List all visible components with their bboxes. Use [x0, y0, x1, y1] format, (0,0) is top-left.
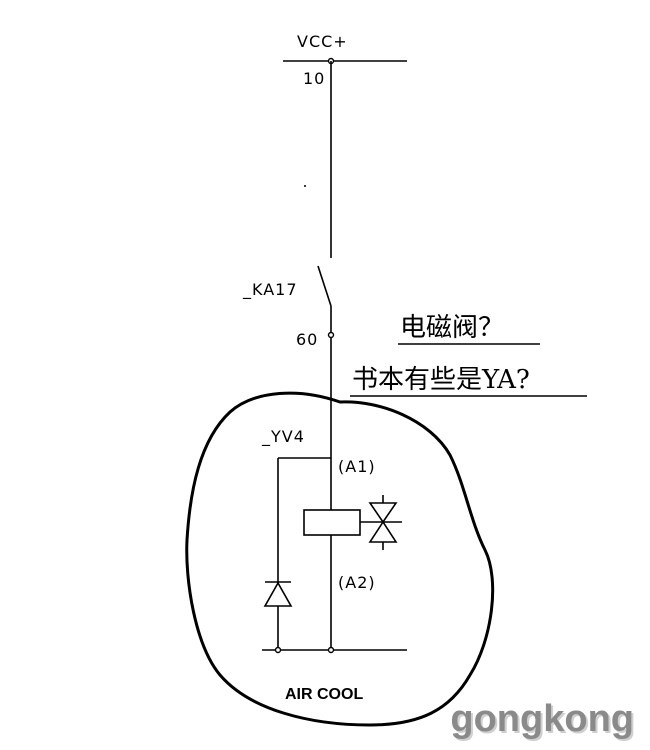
terminal-a2-label: (A2): [338, 573, 376, 592]
enclosure-label: AIR COOL: [285, 686, 363, 703]
supply-label: VCC+: [297, 32, 348, 51]
annotation-question-1: 电磁阀？: [400, 313, 504, 343]
relay-contact: [317, 265, 332, 307]
coil-label: _YV4: [261, 427, 305, 447]
terminal-a1-label: (A1): [338, 457, 376, 476]
relay-contact-label: _KA17: [242, 280, 298, 300]
stray-dot: [304, 185, 306, 187]
hand-drawn-circle: [185, 391, 495, 727]
annotation-question-2: 书本有些是YA?: [352, 365, 530, 395]
watermark-logo: gongkong: [450, 698, 634, 740]
watermark-shadow: gongkong: [452, 700, 636, 742]
coil-symbol: [303, 509, 361, 536]
diode-icon: [263, 581, 293, 607]
node-diode-bottom: [274, 646, 282, 654]
node-coil-bottom: [327, 646, 335, 654]
valve-icon: [360, 495, 402, 550]
node-60: [327, 331, 335, 339]
node-10-label: 10: [303, 69, 325, 88]
node-60-label: 60: [296, 330, 318, 349]
